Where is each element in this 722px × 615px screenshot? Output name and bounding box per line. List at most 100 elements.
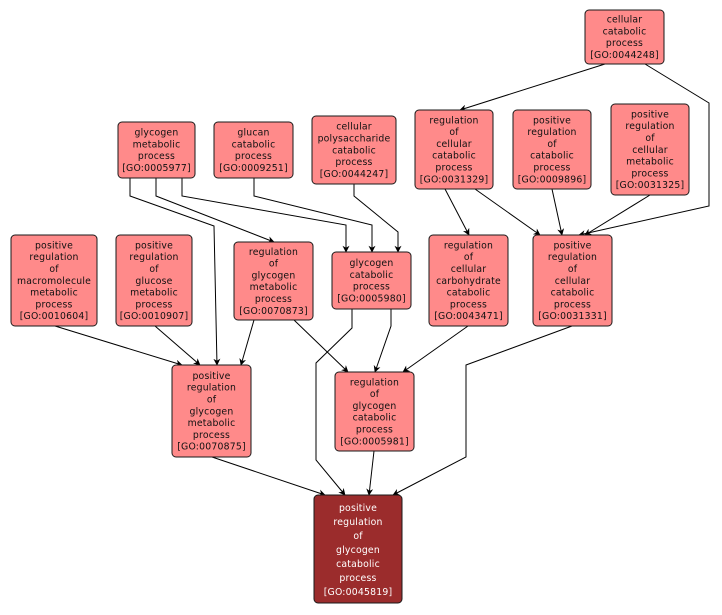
node-go-id: [GO:0005981] (340, 436, 409, 447)
node-label-line: of (464, 252, 474, 263)
node-go-id: [GO:0005977] (122, 163, 191, 174)
go-node-go0045819[interactable]: positiveregulationofglycogencatabolicpro… (313, 494, 403, 604)
nodes-layer: cellularcatabolicprocess[GO:0044248]glyc… (10, 9, 690, 604)
node-label-line: catabolic (350, 270, 394, 281)
node-label-line: glucan (237, 128, 269, 139)
go-node-go0010604[interactable]: positiveregulationofmacromoleculemetabol… (10, 234, 98, 327)
node-label-line: regulation (548, 252, 597, 263)
go-node-go0009896[interactable]: positiveregulationofcatabolicprocess[GO:… (512, 109, 592, 190)
node-label-line: glycogen (353, 401, 397, 412)
node-label-line: of (547, 139, 557, 150)
node-box[interactable] (117, 121, 196, 179)
node-label-line: positive (35, 240, 73, 251)
node-go-id: [GO:0043471] (434, 311, 503, 322)
node-label-line: process (335, 157, 372, 168)
edge-GO0010604-to-GO0070875 (54, 325, 183, 367)
node-box[interactable] (584, 9, 665, 65)
node-label-line: glycogen (252, 270, 296, 281)
edge-GO0005977-to-GO0070873 (155, 178, 275, 243)
go-node-go0031329[interactable]: regulationofcellularcatabolicprocess[GO:… (414, 109, 494, 190)
node-box[interactable] (334, 371, 415, 452)
node-label-line: metabolic (30, 288, 78, 299)
node-box[interactable] (213, 121, 294, 179)
edge-GO0070875-to-GO0045819 (211, 456, 326, 497)
node-box[interactable] (311, 115, 397, 185)
go-node-go0031331[interactable]: positiveregulationofcellularcatabolicpro… (532, 234, 613, 327)
node-label-line: positive (631, 109, 669, 120)
node-label-line: glycogen (350, 258, 394, 269)
go-node-go0031325[interactable]: positiveregulationofcellularmetabolicpro… (610, 103, 690, 196)
node-label-line: catabolic (432, 151, 476, 162)
edge-GO0009251-to-GO0005980 (253, 178, 376, 253)
go-node-go0043471[interactable]: regulationofcellularcarbohydratecataboli… (428, 234, 509, 327)
focus-node-box[interactable] (313, 494, 403, 604)
node-box[interactable] (233, 241, 314, 321)
node-label-line: of (149, 264, 159, 275)
node-label-line: metabolic (626, 157, 674, 168)
node-box[interactable] (10, 234, 98, 327)
node-box[interactable] (115, 234, 193, 327)
node-label-line: process (193, 430, 230, 441)
node-label-line: of (645, 133, 655, 144)
node-label-line: process (533, 163, 570, 174)
node-label-line: positive (553, 240, 591, 251)
node-go-id: [GO:0044248] (590, 50, 659, 61)
node-label-line: catabolic (353, 413, 397, 424)
node-label-line: positive (135, 240, 173, 251)
node-go-id: [GO:0045819] (324, 587, 393, 598)
node-go-id: [GO:0009896] (518, 174, 587, 185)
node-label-line: cellular (336, 122, 372, 133)
node-label-line: process (255, 294, 292, 305)
node-label-line: regulation (333, 517, 382, 528)
node-label-line: regulation (527, 127, 576, 138)
node-label-line: metabolic (188, 418, 236, 429)
node-go-id: [GO:0005980] (337, 294, 406, 305)
go-node-go0010907[interactable]: positiveregulationofglucosemetabolicproc… (115, 234, 193, 327)
go-node-go0044247[interactable]: cellularpolysaccharidecatabolicprocess[G… (311, 115, 397, 185)
node-label-line: of (449, 127, 459, 138)
edge-GO0010907-to-GO0070875 (154, 325, 201, 366)
edge-GO0044247-to-GO0005980 (353, 184, 402, 253)
node-box[interactable] (610, 103, 690, 196)
node-go-id: [GO:0070873] (239, 306, 308, 317)
node-label-line: regulation (350, 377, 399, 388)
node-label-line: process (435, 163, 472, 174)
node-go-id: [GO:0010604] (20, 311, 89, 322)
node-label-line: process (353, 282, 390, 293)
node-label-line: glucose (135, 276, 172, 287)
node-label-line: process (235, 151, 272, 162)
node-label-line: catabolic (447, 288, 491, 299)
node-label-line: cellular (607, 15, 643, 26)
node-label-line: cellular (632, 145, 668, 156)
node-label-line: regulation (625, 121, 674, 132)
edge-GO0044248-to-GO0031331 (578, 63, 710, 238)
node-box[interactable] (331, 251, 412, 310)
node-label-line: metabolic (133, 139, 181, 150)
node-label-line: of (49, 264, 59, 275)
node-go-id: [GO:0031331] (538, 311, 607, 322)
go-node-go0070875[interactable]: positiveregulationofglycogenmetabolicpro… (171, 364, 252, 458)
node-label-line: glycogen (190, 406, 234, 417)
node-label-line: catabolic (336, 559, 380, 570)
node-go-id: [GO:0070875] (177, 442, 246, 453)
node-box[interactable] (532, 234, 613, 327)
node-label-line: glycogen (336, 545, 380, 556)
node-box[interactable] (171, 364, 252, 458)
go-node-go0005981[interactable]: regulationofglycogencatabolicprocess[GO:… (334, 371, 415, 452)
go-node-go0070873[interactable]: regulationofglycogenmetabolicprocess[GO:… (233, 241, 314, 321)
node-box[interactable] (512, 109, 592, 190)
node-box[interactable] (428, 234, 509, 327)
edge-GO0043471-to-GO0005981 (402, 325, 469, 373)
edge-GO0005981-to-GO0045819 (366, 450, 375, 496)
node-label-line: regulation (187, 383, 236, 394)
node-label-line: cellular (436, 139, 472, 150)
node-label-line: glycogen (135, 128, 179, 139)
node-box[interactable] (414, 109, 494, 190)
node-label-line: catabolic (332, 145, 376, 156)
edge-GO0009896-to-GO0031331 (551, 188, 565, 236)
edge-GO0044248-to-GO0031329 (459, 63, 606, 112)
